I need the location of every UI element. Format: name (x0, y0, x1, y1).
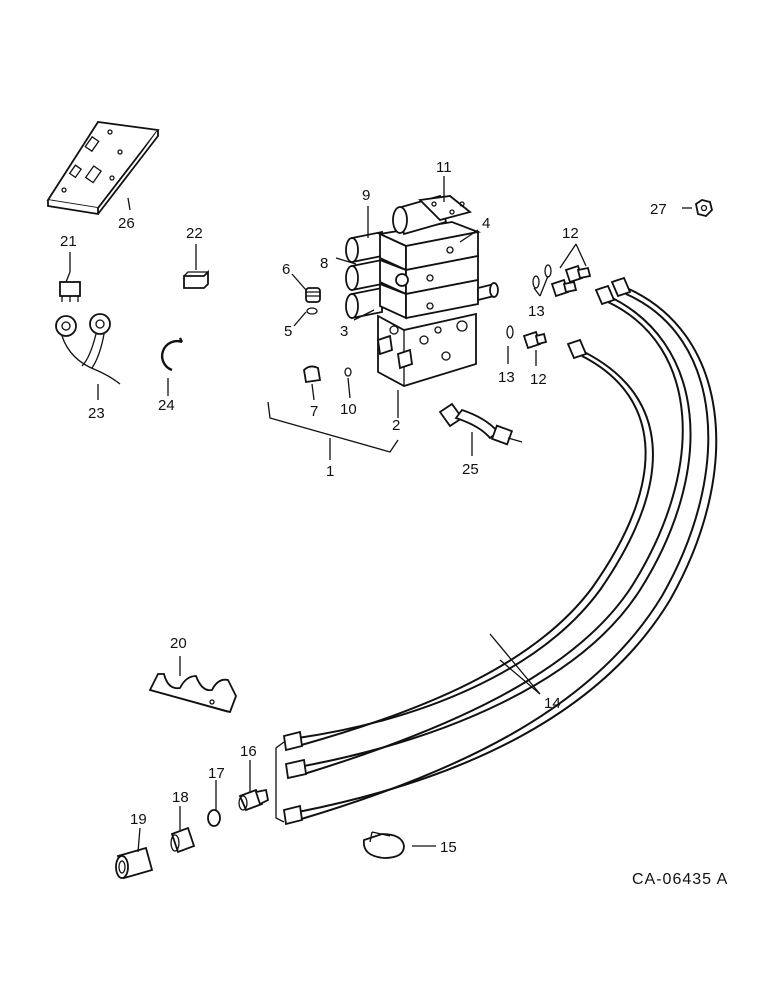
callout-27: 27 (650, 201, 667, 218)
callout-6: 6 (282, 261, 290, 278)
dust-cap-part-19 (115, 846, 154, 880)
callout-10: 10 (340, 401, 357, 418)
adapter-fitting-part-12-middle (550, 278, 578, 298)
callout-22: 22 (186, 225, 203, 242)
callout-1: 1 (326, 463, 334, 480)
o-ring-part-13-lower (506, 325, 514, 339)
callout-19: 19 (130, 811, 147, 828)
hose-clamp-part-15 (362, 831, 405, 859)
callout-5: 5 (284, 323, 292, 340)
o-ring-part-5 (306, 307, 318, 315)
o-ring-part-13-upper (544, 264, 552, 278)
adapter-fitting-part-12-upper (564, 264, 592, 284)
callout-13-lower: 13 (498, 369, 515, 386)
toggle-switch-part-21 (59, 271, 81, 302)
callout-12-upper: 12 (562, 225, 579, 242)
drawing-code: CA-06435 A (632, 871, 728, 888)
snap-ring-part-24 (160, 337, 184, 372)
adapter-fitting-part-12-lower (522, 330, 548, 350)
callout-24: 24 (158, 397, 175, 414)
adapter-part-16 (238, 788, 270, 812)
callout-18: 18 (172, 789, 189, 806)
connector-block-part-22 (183, 269, 209, 289)
callout-14: 14 (544, 695, 561, 712)
callout-15: 15 (440, 839, 457, 856)
part-callouts: 1 2 3 4 5 6 7 8 9 10 11 12 12 13 13 14 1… (60, 159, 728, 888)
callout-26: 26 (118, 215, 135, 232)
pin-part-10 (344, 367, 352, 377)
plug-part-7 (303, 365, 322, 384)
callout-17: 17 (208, 765, 225, 782)
callout-9: 9 (362, 187, 370, 204)
elbow-fitting-part-25 (438, 402, 523, 446)
callout-12-lower: 12 (530, 371, 547, 388)
callout-13-upper: 13 (528, 303, 545, 320)
callout-2: 2 (392, 417, 400, 434)
callout-25: 25 (462, 461, 479, 478)
hose-bracket-part-20 (148, 673, 237, 714)
o-ring-part-13-middle (532, 275, 540, 289)
nut-part-27 (694, 199, 713, 217)
callout-20: 20 (170, 635, 187, 652)
callout-3: 3 (340, 323, 348, 340)
callout-11: 11 (436, 159, 452, 176)
leader-lines (69, 176, 692, 853)
fitting-part-18 (170, 826, 196, 854)
o-ring-part-17 (207, 809, 221, 827)
callout-21: 21 (60, 233, 77, 250)
hose-assemblies-part-14 (275, 276, 718, 826)
callout-23: 23 (88, 405, 105, 422)
switch-panel-part-26 (46, 121, 160, 216)
fitting-part-6 (305, 287, 321, 303)
callout-7: 7 (310, 403, 318, 420)
callout-16: 16 (240, 743, 257, 760)
callout-4: 4 (482, 215, 490, 232)
wiring-harness-part-23 (55, 313, 121, 385)
control-valve-assembly (345, 194, 499, 387)
callout-8: 8 (320, 255, 328, 272)
